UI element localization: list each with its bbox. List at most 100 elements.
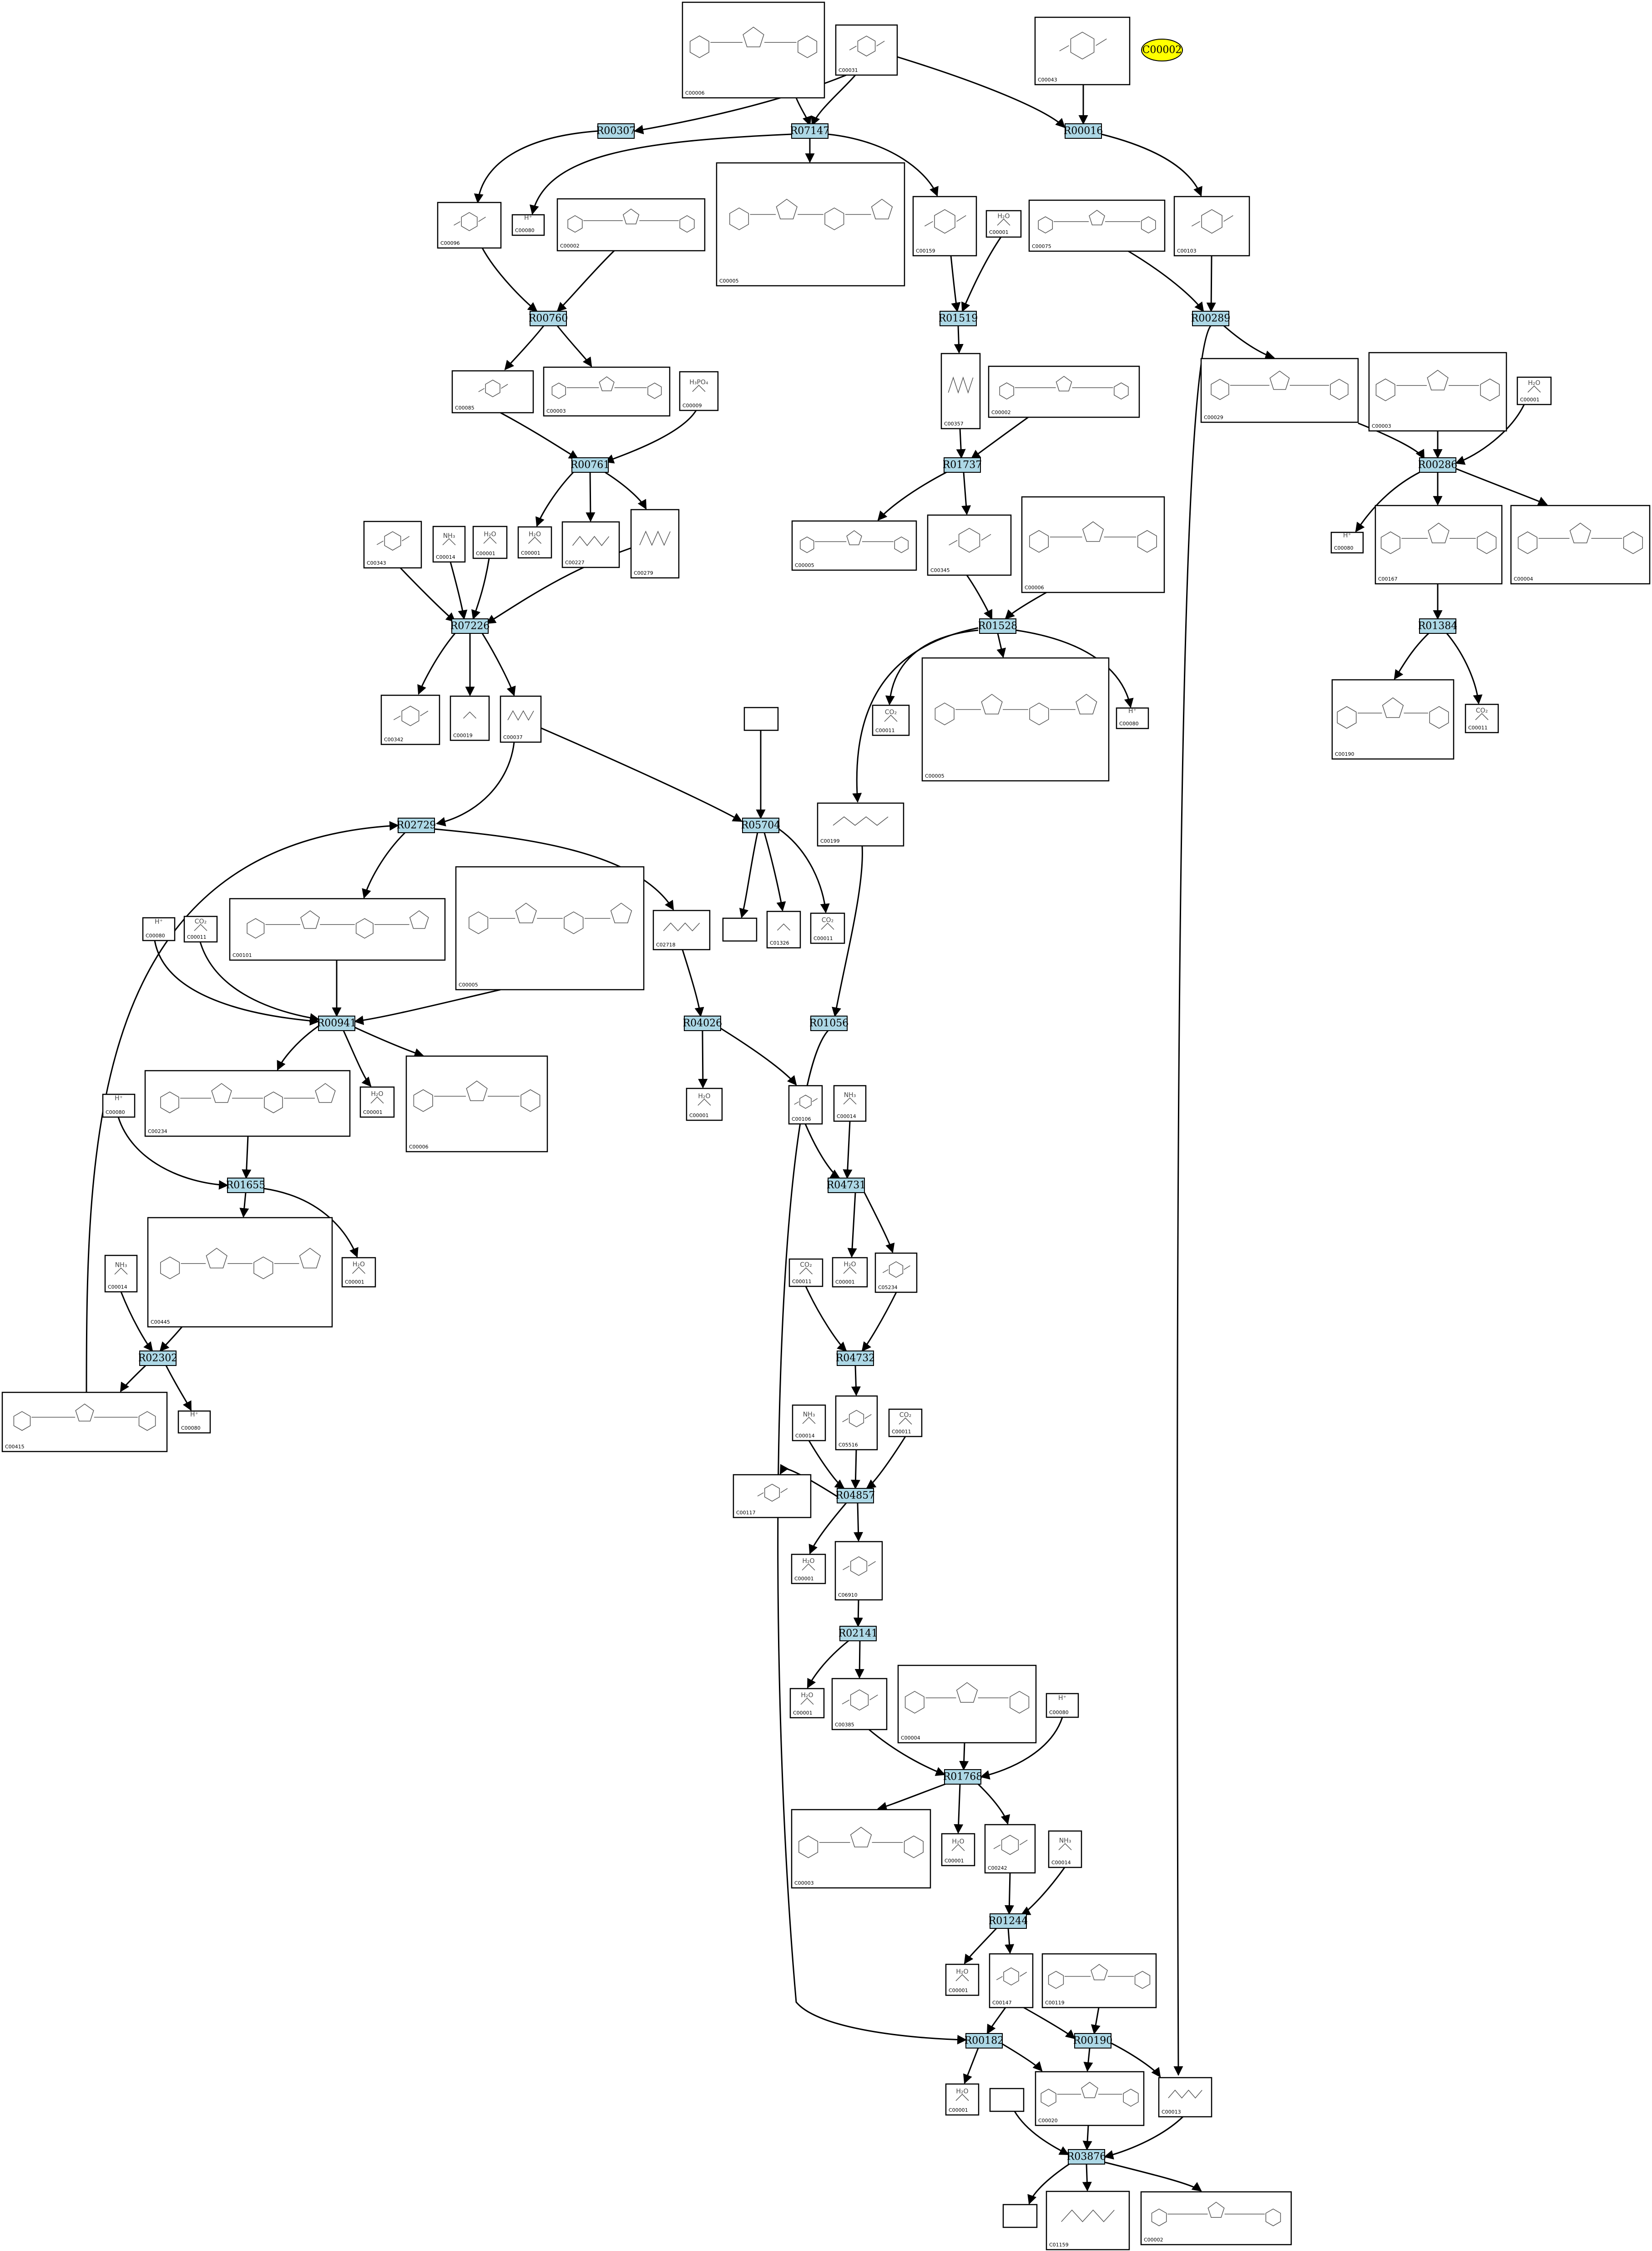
compound-node[interactable]: C00167 [1374, 505, 1503, 585]
compound-node[interactable]: C06910 [834, 1541, 883, 1601]
compound-node[interactable]: C00415 [1, 1391, 168, 1452]
query-compound-node[interactable]: C00002 [1141, 39, 1183, 61]
empty-compound-node[interactable] [989, 2088, 1025, 2112]
compound-node[interactable]: C00345 [927, 514, 1012, 576]
compound-node[interactable]: C00002 [988, 365, 1140, 418]
compound-node[interactable]: C00159 [912, 196, 977, 257]
reaction-node[interactable]: R01244 [989, 1913, 1028, 1929]
reaction-node[interactable]: R04026 [683, 1016, 722, 1031]
reaction-node[interactable]: R01528 [978, 618, 1018, 634]
compound-node[interactable]: C00004 [1510, 505, 1651, 585]
compound-node[interactable]: C01326 [766, 911, 801, 949]
reaction-node[interactable]: R00761 [571, 457, 610, 473]
compound-node[interactable]: C00005 [791, 520, 917, 571]
compound-node[interactable]: C00020 [1035, 2071, 1145, 2126]
reaction-node[interactable]: R03876 [1067, 2149, 1106, 2165]
compound-node[interactable]: C00342 [380, 694, 440, 745]
compound-node[interactable]: C00002 [1140, 2191, 1292, 2246]
reaction-node[interactable]: R01384 [1418, 618, 1458, 634]
compound-node[interactable]: C00003 [1368, 352, 1507, 432]
compound-node[interactable]: C00075 [1028, 199, 1166, 252]
reaction-node[interactable]: R05704 [741, 818, 781, 833]
reaction-node[interactable]: R01655 [226, 1178, 266, 1193]
compound-node[interactable]: C02718 [652, 910, 711, 951]
compound-node[interactable]: C00199 [817, 802, 904, 847]
compound-node[interactable]: C00005 [716, 162, 905, 287]
reaction-node[interactable]: R01519 [939, 311, 978, 326]
compound-node[interactable]: C00242 [984, 1824, 1036, 1874]
compound-node[interactable]: C00019 [450, 695, 490, 741]
compound-node[interactable]: H⁺C00080 [1116, 707, 1149, 729]
reaction-node[interactable]: R07226 [450, 618, 490, 634]
reaction-node[interactable]: R01056 [809, 1016, 849, 1031]
compound-node[interactable]: C00101 [229, 898, 446, 961]
compound-node[interactable]: C00003 [791, 1809, 931, 1889]
reaction-node[interactable]: R00016 [1064, 123, 1103, 139]
compound-node[interactable]: C00006 [1021, 496, 1165, 593]
reaction-node[interactable]: R00760 [529, 311, 568, 326]
compound-node[interactable]: C00385 [831, 1678, 888, 1730]
compound-node[interactable]: C00103 [1173, 196, 1250, 257]
compound-node[interactable]: C00005 [455, 866, 645, 991]
compound-node[interactable]: C00357 [940, 353, 981, 430]
reaction-node[interactable]: R04857 [836, 1488, 875, 1503]
compound-node[interactable]: C00013 [1158, 2077, 1212, 2118]
empty-compound-node[interactable] [1002, 2204, 1038, 2228]
compound-node[interactable]: C00003 [543, 366, 671, 417]
reaction-node[interactable]: R02302 [138, 1351, 178, 1366]
reaction-node[interactable]: R00182 [965, 2033, 1004, 2049]
compound-node[interactable]: H⁺C00080 [511, 214, 545, 236]
compound-node[interactable]: C00043 [1034, 16, 1131, 86]
empty-compound-node[interactable] [722, 917, 758, 942]
compound-node[interactable]: C00006 [405, 1055, 548, 1153]
reaction-node[interactable]: R02141 [839, 1626, 878, 1641]
reaction-node[interactable]: R02729 [397, 818, 436, 833]
compound-node[interactable]: C00005 [921, 657, 1110, 782]
compound-node[interactable]: C00096 [437, 202, 502, 249]
compound-node[interactable]: H⁺C00080 [177, 1410, 211, 1434]
compound-node[interactable]: C00190 [1331, 679, 1455, 760]
compound-node[interactable]: C00004 [897, 1664, 1037, 1744]
compound-node[interactable]: C01159 [1046, 2190, 1130, 2251]
compound-node[interactable]: C00279 [630, 509, 680, 579]
reaction-node[interactable]: R01737 [943, 457, 982, 473]
reaction-node[interactable]: R00286 [1418, 457, 1458, 473]
compound-node[interactable]: C00117 [733, 1474, 812, 1518]
compound-node[interactable]: C00147 [989, 1953, 1034, 2008]
compound-node[interactable]: C00002 [556, 198, 706, 252]
compound-node[interactable]: H⁺C00080 [1330, 531, 1364, 554]
compound-node[interactable]: C00085 [451, 370, 534, 414]
compound-node[interactable]: C05234 [874, 1252, 918, 1293]
reaction-node[interactable]: R01768 [943, 1769, 983, 1785]
reaction-node[interactable]: R00190 [1073, 2033, 1113, 2049]
compound-node[interactable]: C00119 [1041, 1953, 1157, 2008]
compound-node[interactable]: H⁺C00080 [1046, 1693, 1079, 1718]
reaction-node[interactable]: R00289 [1191, 311, 1231, 326]
compound-node[interactable]: H⁺C00080 [102, 1093, 136, 1118]
compound-node[interactable]: C00343 [363, 521, 422, 569]
